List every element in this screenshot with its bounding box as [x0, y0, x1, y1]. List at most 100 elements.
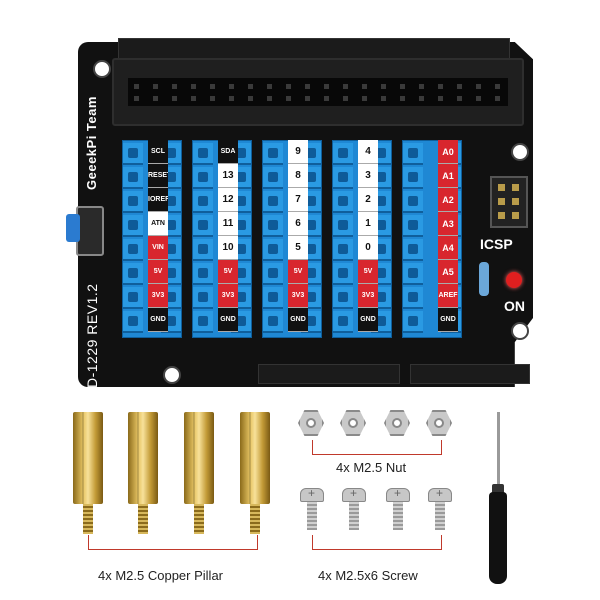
icsp-pin — [512, 198, 519, 205]
connector-slot — [128, 78, 508, 106]
icsp-pin — [498, 198, 505, 205]
icsp-label: ICSP — [480, 236, 513, 252]
connector-pin — [172, 84, 177, 89]
power-led — [506, 272, 522, 288]
connector-pin — [267, 96, 272, 101]
connector-pin — [419, 96, 424, 101]
pin-label: A2 — [438, 188, 458, 212]
terminal-screw — [193, 167, 213, 189]
terminal-screw — [403, 167, 423, 189]
pin-label: GND — [438, 308, 458, 332]
pin-label: A1 — [438, 164, 458, 188]
connector-pin — [400, 96, 405, 101]
label-strip-5: A0 A1 A2 A3 A4 A5 AREF GND — [438, 140, 458, 332]
connector-pin — [210, 96, 215, 101]
pin-label: 9 — [288, 140, 308, 164]
pin-label: 3V3 — [218, 284, 238, 308]
connector-pin — [343, 84, 348, 89]
label-strip-4: 4 3 2 1 0 5V 3V3 GND — [358, 140, 378, 332]
pin-label: 11 — [218, 212, 238, 236]
connector-pin — [476, 96, 481, 101]
terminal-screw — [193, 263, 213, 285]
connector-pin — [248, 84, 253, 89]
terminal-screw — [263, 287, 283, 309]
terminal-screw — [403, 191, 423, 213]
pin-label: 5V — [358, 260, 378, 284]
screwdriver-tip — [497, 412, 500, 486]
icsp-pin — [512, 212, 519, 219]
pin-label: 0 — [358, 236, 378, 260]
pin-label: 1 — [358, 212, 378, 236]
terminal-screw — [193, 215, 213, 237]
terminal-screw — [333, 143, 353, 165]
connector-pin — [286, 96, 291, 101]
connector-pin — [248, 96, 253, 101]
connector-pin — [457, 84, 462, 89]
connector-pin — [153, 84, 158, 89]
pin-label: 5V — [288, 260, 308, 284]
copper-pillar — [128, 412, 158, 534]
label-strip-2: SDA 13 12 11 10 5V 3V3 GND — [218, 140, 238, 332]
connector-pin — [419, 84, 424, 89]
pin-label: ATN — [148, 212, 168, 236]
connector-pin — [172, 96, 177, 101]
connector-pin — [191, 84, 196, 89]
connector-pin — [438, 96, 443, 101]
resistor — [479, 262, 489, 296]
pin-label: GND — [218, 308, 238, 332]
pin-label: 12 — [218, 188, 238, 212]
reset-button — [66, 214, 80, 242]
pin-label: 4 — [358, 140, 378, 164]
terminal-screw — [263, 215, 283, 237]
screwdriver-neck — [492, 484, 504, 494]
connector-pin — [400, 84, 405, 89]
pin-label: 7 — [288, 188, 308, 212]
connector-pin — [343, 96, 348, 101]
terminal-screw — [123, 263, 143, 285]
nut-bracket — [312, 440, 442, 455]
terminal-screw — [333, 167, 353, 189]
connector-pin — [267, 84, 272, 89]
pin-label: A5 — [438, 260, 458, 284]
terminal-screw — [403, 263, 423, 285]
terminal-screw — [263, 143, 283, 165]
m25-screw — [386, 486, 410, 530]
pin-label: A0 — [438, 140, 458, 164]
model-label: D-1229 REV1.2 — [84, 283, 100, 388]
terminal-screw — [403, 287, 423, 309]
pin-label: SDA — [218, 140, 238, 164]
connector-pin — [457, 96, 462, 101]
connector-pin — [495, 96, 500, 101]
terminal-screw — [123, 191, 143, 213]
pin-label: 13 — [218, 164, 238, 188]
copper-pillar — [240, 412, 270, 534]
pin-label: 5 — [288, 236, 308, 260]
pin-label: GND — [148, 308, 168, 332]
pillar-caption: 4x M2.5 Copper Pillar — [98, 568, 223, 583]
screw-bracket — [312, 535, 442, 550]
icsp-pin — [498, 184, 505, 191]
terminal-screw — [333, 191, 353, 213]
terminal-screw — [263, 263, 283, 285]
pin-label: 8 — [288, 164, 308, 188]
label-strip-1: SCL RESET IOREF ATN VIN 5V 3V3 GND — [148, 140, 168, 332]
mounting-hole — [511, 322, 529, 340]
terminal-screw — [263, 239, 283, 261]
brand-label: GeeekPi Team — [84, 96, 99, 190]
connector-pin — [210, 84, 215, 89]
connector-pin — [286, 84, 291, 89]
label-strip-3: 9 8 7 6 5 5V 3V3 GND — [288, 140, 308, 332]
pin-label: 5V — [218, 260, 238, 284]
terminal-screw — [193, 311, 213, 333]
m25-screw — [342, 486, 366, 530]
pin-label: AREF — [438, 284, 458, 308]
connector-pin — [381, 84, 386, 89]
screw-caption: 4x M2.5x6 Screw — [318, 568, 418, 583]
pillar-bracket — [88, 535, 258, 550]
terminal-screw — [123, 311, 143, 333]
terminal-screw — [333, 215, 353, 237]
connector-pin — [191, 96, 196, 101]
gpio-40pin-connector — [112, 58, 524, 126]
copper-pillar — [184, 412, 214, 534]
copper-pillar — [73, 412, 103, 534]
